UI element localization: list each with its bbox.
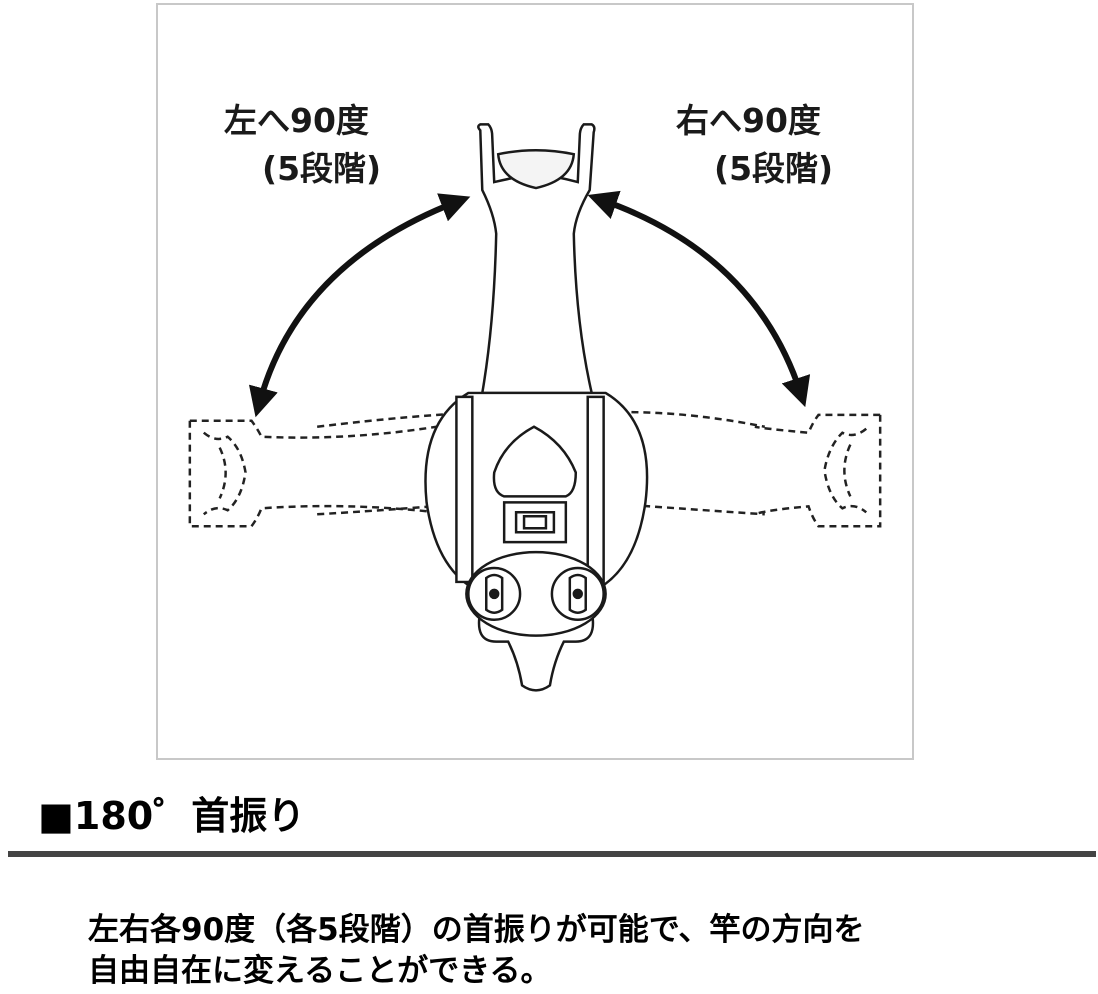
- right-rotation-steps: (5段階): [714, 149, 834, 188]
- right-rotation-label: 右へ90度: [676, 101, 821, 140]
- left-rotated-outline: [188, 410, 766, 528]
- description-line-1: 左右各90度（各5段階）の首振りが可能で、竿の方向を: [88, 912, 865, 948]
- left-rotation-steps: (5段階): [262, 149, 382, 188]
- right-rotation-arrow: [587, 190, 811, 408]
- rod-holder-illustration: [188, 123, 882, 692]
- rod-holder-body: [424, 123, 649, 692]
- description-line-2: 自由自在に変えることができる。: [88, 953, 552, 989]
- left-rotation-arrow: [248, 193, 471, 418]
- section-divider: [8, 851, 1096, 857]
- feature-description: 左右各90度（各5段階）の首振りが可能で、竿の方向を 自由自在に変えることができ…: [88, 910, 1078, 992]
- product-diagram: 左へ90度 (5段階) 右へ90度 (5段階): [156, 3, 914, 760]
- section-title: ■180゜首振り: [38, 794, 306, 838]
- left-rotation-label: 左へ90度: [224, 101, 369, 140]
